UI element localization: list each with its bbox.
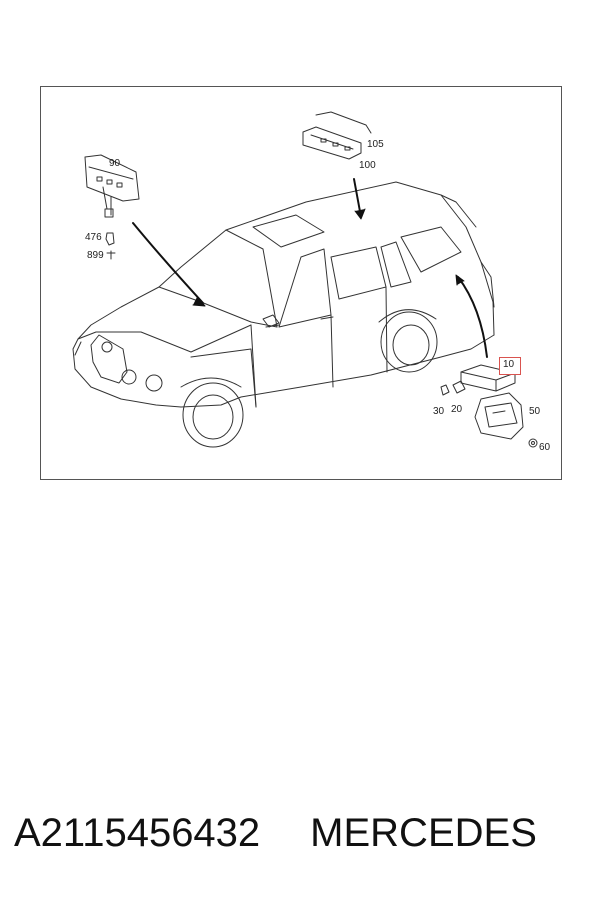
callout-10-highlighted: 10: [499, 357, 521, 375]
part-90-switch-panel: [84, 154, 140, 218]
part-50-bracket: [474, 392, 524, 440]
arrow-90-to-car: [132, 222, 204, 304]
parts-diagram: 90 476 899 105 100 10 30 20 50 60: [40, 86, 562, 480]
arrow-10-to-rear: [457, 276, 488, 358]
callout-90: 90: [109, 158, 121, 169]
brand-name: MERCEDES: [310, 811, 537, 855]
part-105-100-lamp-unit: [302, 111, 372, 160]
callout-100: 100: [359, 160, 376, 171]
callout-30: 30: [433, 406, 445, 417]
callout-476: 476: [85, 232, 102, 243]
station-wagon-illustration: [72, 111, 538, 448]
car-body: [72, 181, 495, 448]
callout-60: 60: [539, 442, 551, 453]
part-footer: A2115456432 MERCEDES: [14, 808, 586, 858]
part-60-nut: [528, 438, 538, 448]
callout-105: 105: [367, 139, 384, 150]
part-476-connector: [105, 232, 116, 260]
callout-899: 899: [87, 250, 104, 261]
part-10-control-unit: [440, 364, 516, 396]
callout-20: 20: [451, 404, 463, 415]
part-number: A2115456432: [14, 811, 261, 855]
callout-50: 50: [529, 406, 541, 417]
